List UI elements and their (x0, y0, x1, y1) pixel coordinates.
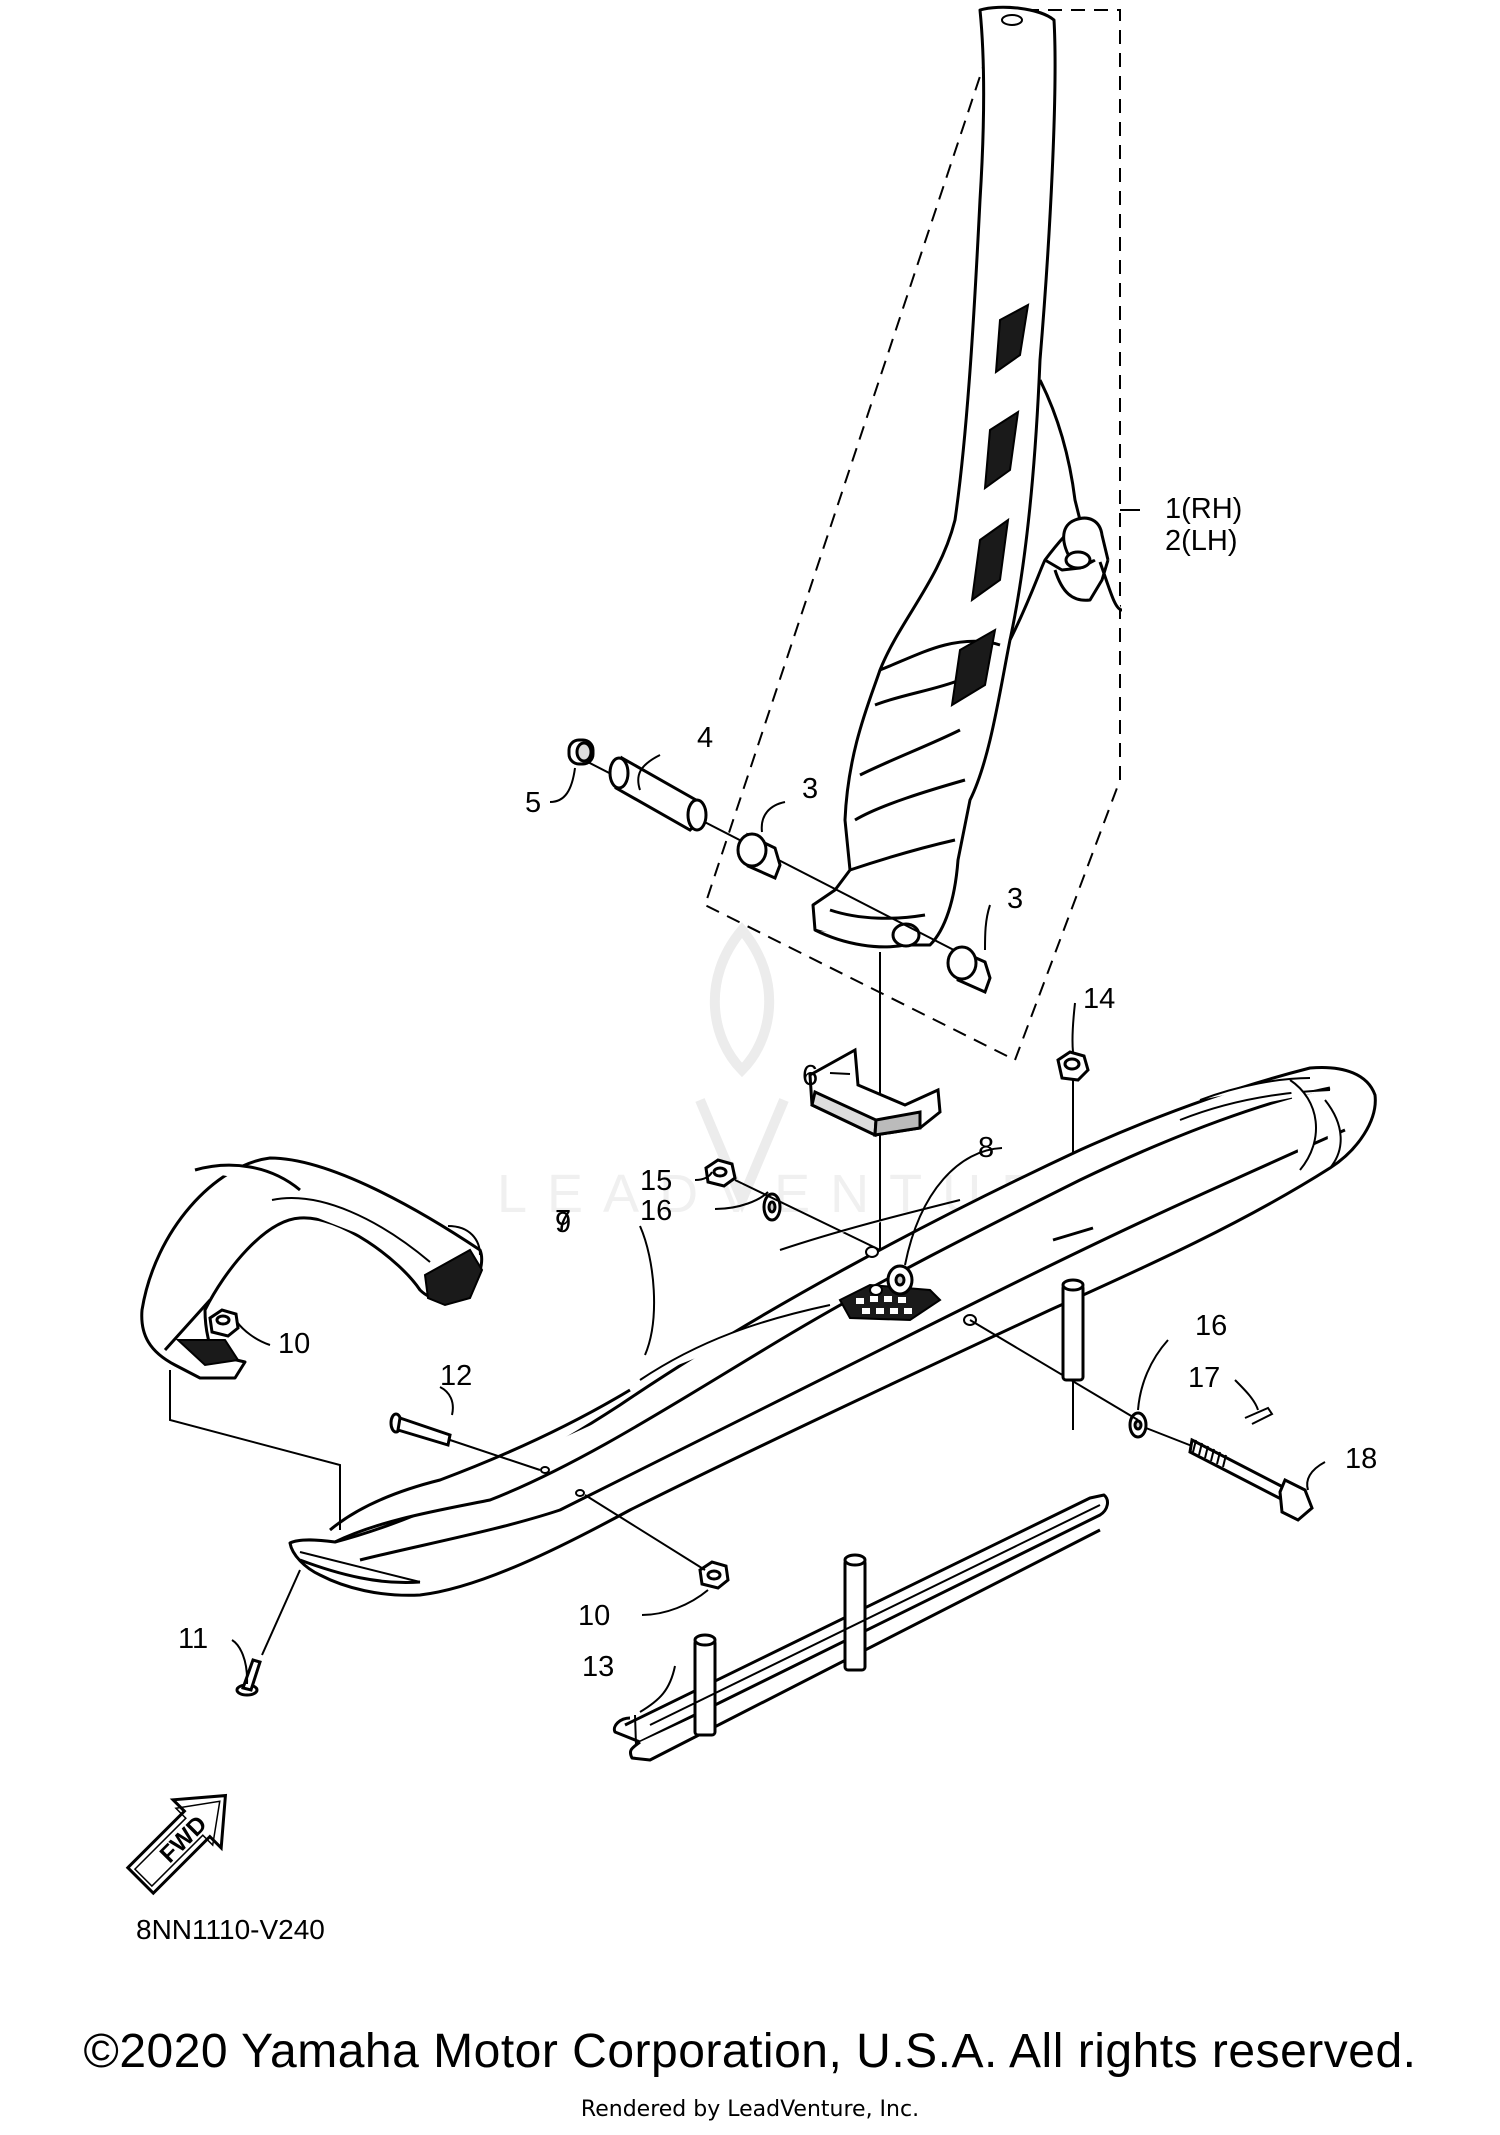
axis-line-18 (1145, 1427, 1193, 1447)
footer-copyright: ©2020 Yamaha Motor Corporation, U.S.A. A… (83, 2025, 1417, 2078)
part-17-cotter-pin (1244, 1406, 1274, 1425)
part-10-nut-upper (208, 1308, 240, 1338)
label-part-14: 14 (1083, 983, 1115, 1015)
part-11-screw (235, 1658, 262, 1697)
label-part-4: 4 (697, 722, 713, 754)
part-4-spacer-tube (608, 755, 708, 832)
ski-column-vents (950, 303, 1030, 707)
column-bracket-hole (1064, 550, 1092, 570)
leader-loop-to-ski (169, 1370, 341, 1530)
label-part-18: 18 (1345, 1443, 1377, 1475)
label-part-3-lower: 3 (1007, 883, 1023, 915)
label-part-3-upper: 3 (802, 773, 818, 805)
assembly-dashed-boundary (703, 9, 1121, 1062)
axis-line-11 (261, 1569, 301, 1656)
axis-line-15-16 (734, 1179, 881, 1251)
ski-column (811, 5, 1123, 949)
part-3-bushing-upper (736, 832, 782, 881)
part-18-bolt (1188, 1437, 1314, 1522)
part-13-wear-bar (612, 1278, 1109, 1762)
label-part-9: 9 (555, 1207, 571, 1239)
part-15-nut (704, 1158, 737, 1188)
label-leaders (231, 754, 1326, 1713)
label-part-17: 17 (1188, 1362, 1220, 1394)
part-10-nut-lower (698, 1560, 730, 1590)
watermark-logo (695, 922, 789, 1213)
column-top-hole (1001, 14, 1023, 26)
part-18-thread (1192, 1439, 1227, 1468)
label-part-16-lower: 16 (1195, 1310, 1227, 1342)
label-part-8: 8 (978, 1132, 994, 1164)
label-part-11: 11 (178, 1623, 208, 1655)
part-9-loop-dark-end (175, 1248, 484, 1367)
ski-mount-grid-cells (856, 1296, 912, 1314)
label-part-5: 5 (525, 787, 541, 819)
label-part-6: 6 (802, 1060, 818, 1092)
part-8-bushing (886, 1264, 914, 1296)
part-16-washer-lower (1128, 1411, 1148, 1439)
label-part-10-upper: 10 (278, 1328, 310, 1360)
fwd-arrow: FWD (125, 1793, 228, 1896)
part-3-bushing-lower (946, 945, 992, 995)
label-part-1: 1(RH) (1165, 493, 1242, 525)
column-pivot-hole (891, 922, 921, 948)
label-part-15: 15 (640, 1165, 672, 1197)
label-part-10-lower: 10 (578, 1600, 610, 1632)
part-7-ski (288, 1065, 1377, 1597)
footer-rendered-by: Rendered by LeadVenture, Inc. (580, 2097, 920, 2122)
axis-line-16-lower (969, 1319, 1139, 1421)
part-12-bolt (389, 1412, 452, 1447)
ski-slot (1052, 1226, 1094, 1242)
label-part-13: 13 (582, 1651, 614, 1683)
label-part-16-upper: 16 (640, 1195, 672, 1227)
label-part-12: 12 (440, 1360, 472, 1392)
part-14-nut (1056, 1050, 1090, 1082)
part-5-collar (567, 738, 595, 766)
diagram-code: 8NN1110-V240 (136, 1914, 325, 1945)
part-6-damper-block (808, 1047, 942, 1138)
label-part-7: 7 (555, 1205, 571, 1237)
axis-line-10-lower (584, 1494, 706, 1571)
axis-line-12 (449, 1439, 541, 1471)
label-part-2: 2(LH) (1165, 525, 1238, 557)
